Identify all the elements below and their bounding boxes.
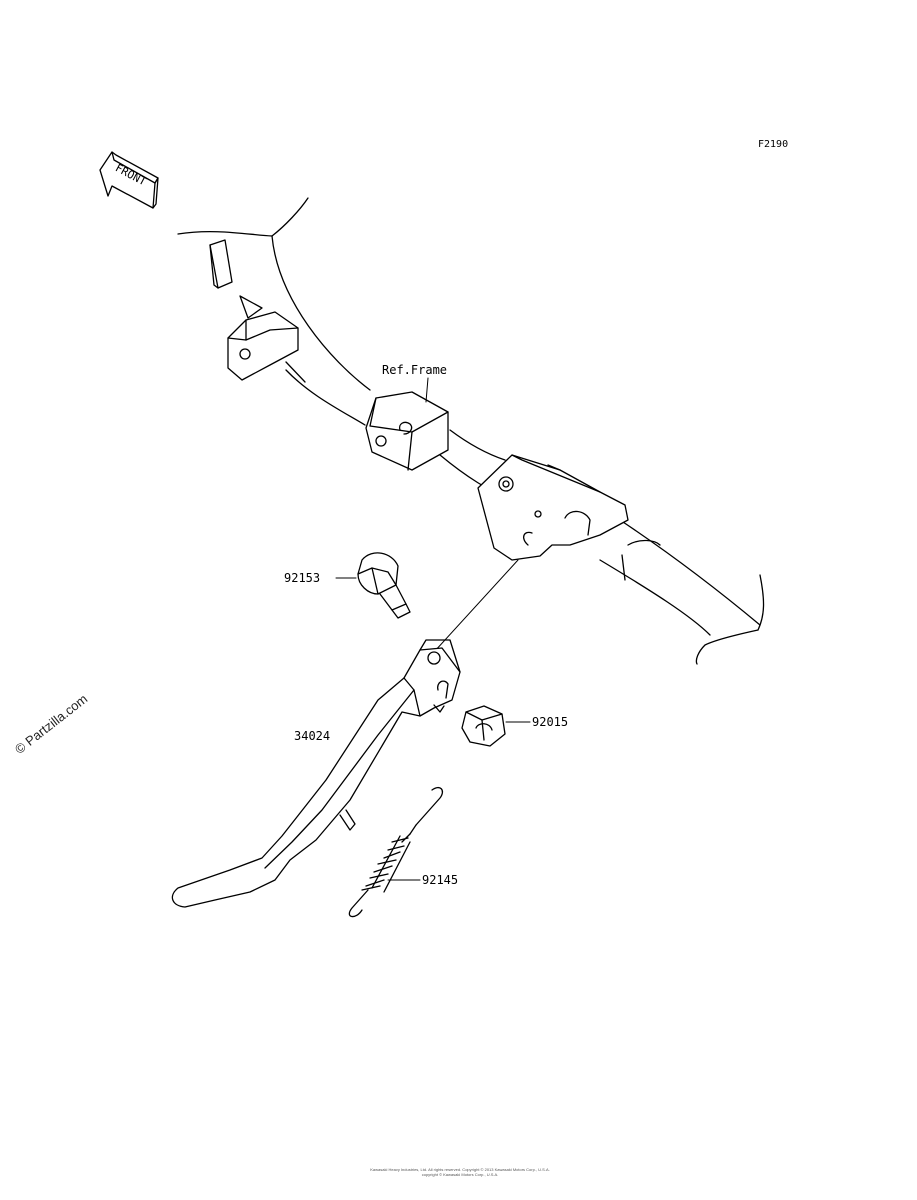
figure-code: F2190	[758, 139, 788, 150]
leader-lines	[335, 377, 531, 881]
spring-part-number: 92145	[422, 873, 458, 887]
mounting-bracket	[477, 454, 629, 561]
stand-part-number: 34024	[294, 729, 330, 743]
front-arrow-icon: FRONT	[99, 151, 159, 209]
copyright-notice: Kawasaki Heavy Industries, Ltd. All righ…	[300, 1167, 620, 1177]
bolt-part-number: 92153	[284, 571, 320, 585]
copyright-line-1: Kawasaki Heavy Industries, Ltd. All righ…	[370, 1167, 550, 1172]
ref-frame-block	[365, 391, 449, 471]
upper-bracket	[209, 239, 306, 383]
copyright-line-2: copyright © Kawasaki Motors Corp., U.S.A…	[421, 1172, 499, 1177]
side-stand-34024	[171, 639, 461, 908]
nut-part-number: 92015	[532, 715, 568, 729]
spring-92145	[348, 786, 444, 918]
ref-frame-label: Ref.Frame	[382, 363, 447, 377]
frame-outline	[177, 197, 765, 665]
nut-92015	[461, 705, 506, 747]
bolt-92153	[357, 552, 411, 619]
